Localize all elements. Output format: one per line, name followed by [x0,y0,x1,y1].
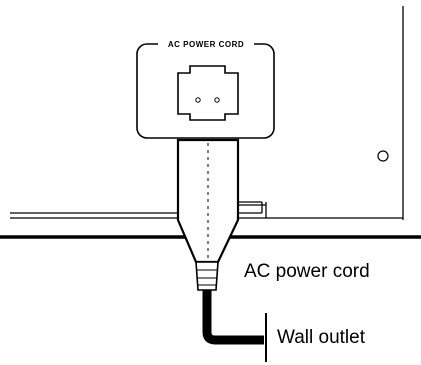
ac-power-plug [176,138,240,291]
panel-label: AC POWER CORD [168,40,244,49]
socket-pin-left [195,97,201,103]
socket-pin-right [214,97,220,103]
ac-inlet-panel: AC POWER CORD [136,37,275,139]
power-cord [202,290,264,345]
callout-ac-power-cord: AC power cord [244,261,370,282]
screw-hole [377,150,389,162]
ac-socket [177,65,239,121]
panel-label-bg [158,37,254,51]
strain-relief [195,261,219,291]
callout-wall-outlet: Wall outlet [277,327,366,348]
